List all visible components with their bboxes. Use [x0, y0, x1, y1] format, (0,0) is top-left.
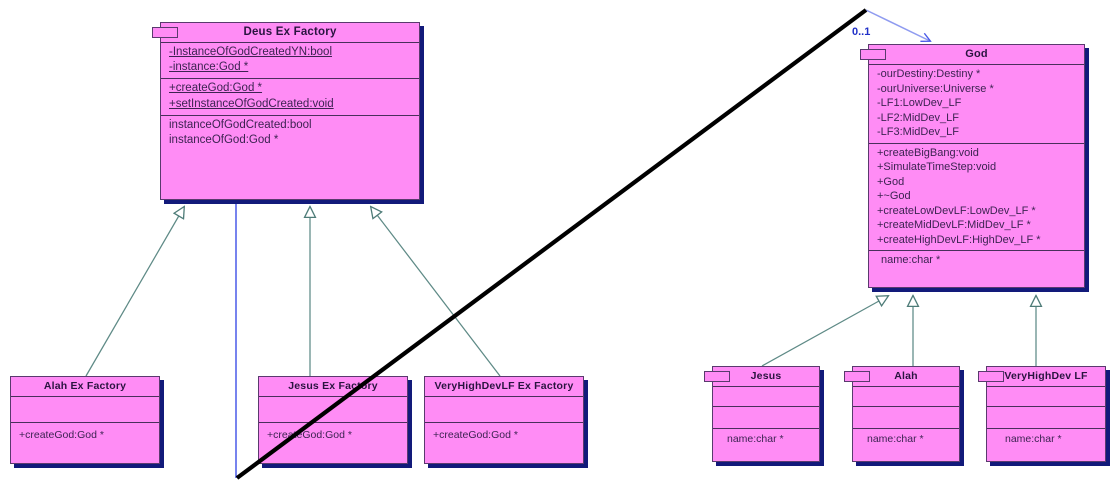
operation-row: +createLowDevLF:LowDev_LF *	[877, 204, 1036, 217]
class-name-jesus-ex-factory: Jesus Ex Factory	[288, 380, 378, 392]
operation-row: +SimulateTimeStep:void	[877, 161, 997, 174]
class-name-god: God	[965, 48, 988, 60]
class-alah[interactable]: Alah name:char *	[844, 366, 960, 462]
operation-row: +createGod:God *	[169, 82, 263, 95]
class-name-deus-ex-factory: Deus Ex Factory	[243, 26, 337, 38]
attribute-row: -ourUniverse:Universe *	[877, 82, 994, 95]
class-marker-icon	[860, 49, 886, 60]
class-name-veryhighdev-lf: VeryHighDev LF	[1004, 370, 1088, 382]
attributes-compartment-god: -ourDestiny:Destiny * -ourUniverse:Unive…	[869, 64, 1084, 143]
attribute-row: -LF2:MidDev_LF	[877, 111, 959, 124]
extras-compartment-jesus: name:char *	[713, 428, 819, 450]
operations-compartment-jesus-ex-factory: +createGod:God *	[259, 422, 407, 446]
attributes-compartment-alah	[853, 386, 959, 406]
operations-compartment-deus-ex-factory: +createGod:God * +setInstanceOfGodCreate…	[161, 78, 419, 114]
class-deus-ex-factory[interactable]: Deus Ex Factory -InstanceOfGodCreatedYN:…	[152, 22, 420, 200]
operations-compartment-veryhighdevlf-ex-factory: +createGod:God *	[425, 422, 583, 446]
class-veryhighdev-lf[interactable]: VeryHighDev LF name:char *	[978, 366, 1106, 462]
operation-row: +God	[877, 175, 905, 188]
class-jesus-ex-factory[interactable]: Jesus Ex Factory +createGod:God *	[258, 376, 408, 464]
class-marker-icon	[704, 371, 730, 382]
attributes-compartment-jesus-ex-factory	[259, 396, 407, 422]
operation-row: +createGod:God *	[19, 429, 104, 441]
operation-row: +createMidDevLF:MidDev_LF *	[877, 219, 1031, 232]
class-veryhighdevlf-ex-factory[interactable]: VeryHighDevLF Ex Factory +createGod:God …	[424, 376, 584, 464]
attributes-compartment-veryhighdevlf-ex-factory	[425, 396, 583, 422]
attributes-compartment-veryhighdev-lf	[987, 386, 1105, 406]
extra-row: name:char *	[867, 433, 924, 445]
operations-compartment-alah-ex-factory: +createGod:God *	[11, 422, 159, 446]
operations-compartment-alah	[853, 406, 959, 428]
operation-row: +createBigBang:void	[877, 146, 979, 159]
class-name-alah: Alah	[894, 370, 918, 382]
class-alah-ex-factory[interactable]: Alah Ex Factory +createGod:God *	[10, 376, 160, 464]
attributes-compartment-deus-ex-factory: -InstanceOfGodCreatedYN:bool -instance:G…	[161, 42, 419, 78]
attribute-row: -InstanceOfGodCreatedYN:bool	[169, 46, 333, 58]
operation-row: +createGod:God *	[267, 429, 352, 441]
generalization-jesus	[761, 296, 888, 367]
generalization-veryhighdevlf-ex-factory	[371, 207, 501, 377]
operation-row: +createGod:God *	[433, 429, 518, 441]
operations-compartment-veryhighdev-lf	[987, 406, 1105, 428]
operation-row: +setInstanceOfGodCreated:void	[169, 97, 334, 110]
operations-compartment-jesus	[713, 406, 819, 428]
operation-row: +createHighDevLF:HighDev_LF *	[877, 233, 1041, 246]
attributes-compartment-alah-ex-factory	[11, 396, 159, 422]
extras-compartment-veryhighdev-lf: name:char *	[987, 428, 1105, 450]
class-marker-icon	[152, 27, 178, 38]
attribute-row: -LF1:LowDev_LF	[877, 97, 962, 110]
class-god[interactable]: God -ourDestiny:Destiny * -ourUniverse:U…	[860, 44, 1085, 288]
extra-row: name:char *	[881, 254, 941, 267]
class-name-alah-ex-factory: Alah Ex Factory	[43, 380, 127, 392]
operation-row: +~God	[877, 190, 911, 203]
extra-row: name:char *	[1005, 433, 1062, 445]
operations-compartment-god: +createBigBang:void +SimulateTimeStep:vo…	[869, 142, 1084, 251]
association-multiplicity-label: 0..1	[852, 26, 871, 38]
extra-row: instanceOfGodCreated:bool	[169, 118, 312, 131]
class-jesus[interactable]: Jesus name:char *	[704, 366, 820, 462]
attributes-compartment-jesus	[713, 386, 819, 406]
extra-row: instanceOfGod:God *	[169, 133, 279, 146]
attribute-row: -LF3:MidDev_LF	[877, 126, 959, 139]
generalization-alah-ex-factory	[85, 207, 184, 377]
class-name-veryhighdevlf-ex-factory: VeryHighDevLF Ex Factory	[434, 380, 574, 392]
class-marker-icon	[978, 371, 1004, 382]
extras-compartment-alah: name:char *	[853, 428, 959, 450]
extras-compartment-god: name:char *	[869, 250, 1084, 271]
extra-row: name:char *	[727, 433, 784, 445]
attribute-row: -instance:God *	[169, 61, 249, 74]
attribute-row: -ourDestiny:Destiny *	[877, 68, 981, 80]
extras-compartment-deus-ex-factory: instanceOfGodCreated:bool instanceOfGod:…	[161, 114, 419, 151]
association-deus-to-god-head	[865, 9, 930, 41]
class-marker-icon	[844, 371, 870, 382]
